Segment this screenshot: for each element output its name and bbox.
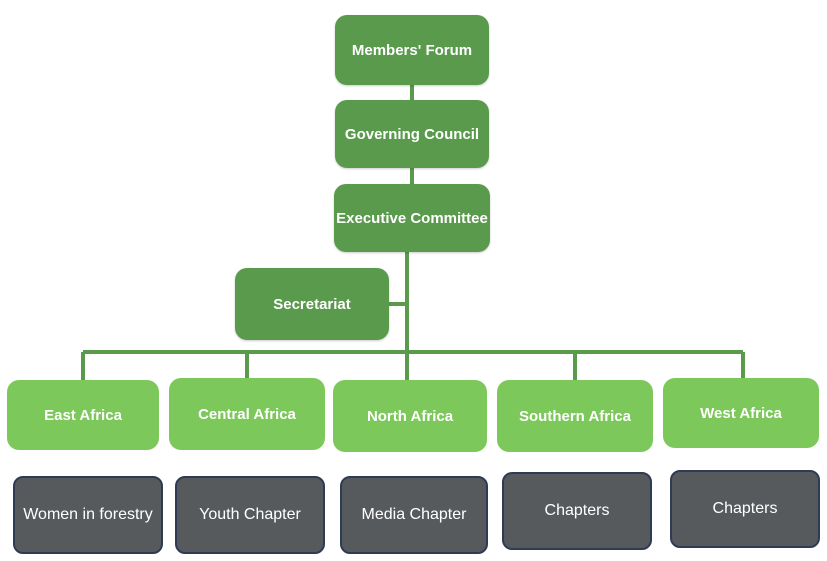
secretariat-label: Secretariat [273, 295, 351, 313]
region-box-west-africa: West Africa [663, 378, 819, 448]
region-box-central-africa: Central Africa [169, 378, 325, 450]
chapter-label: Women in forestry [23, 506, 153, 523]
region-label: Southern Africa [519, 407, 631, 425]
executive-committee-box: Executive Committee [334, 184, 490, 252]
region-box-north-africa: North Africa [333, 380, 487, 452]
region-box-southern-africa: Southern Africa [497, 380, 653, 452]
chapter-box-media: Media Chapter [340, 476, 488, 554]
members-forum-box: Members' Forum [335, 15, 489, 85]
secretariat-box: Secretariat [235, 268, 389, 340]
region-label: West Africa [700, 404, 782, 422]
governing-council-box: Governing Council [335, 100, 489, 168]
region-label: North Africa [366, 407, 454, 425]
chapter-label: Media Chapter [361, 506, 467, 523]
chapter-box-youth: Youth Chapter [175, 476, 325, 554]
region-label: East Africa [44, 406, 122, 424]
chapter-box-west: Chapters [670, 470, 820, 548]
chapter-label: Chapters [712, 500, 778, 517]
executive-committee-label: Executive Committee [336, 209, 488, 227]
chapter-box-southern: Chapters [502, 472, 652, 550]
chapter-box-women-in-forestry: Women in forestry [13, 476, 163, 554]
governing-council-label: Governing Council [344, 125, 480, 143]
region-label: Central Africa [198, 405, 296, 423]
region-box-east-africa: East Africa [7, 380, 159, 450]
chapter-label: Youth Chapter [199, 506, 301, 523]
chapter-label: Chapters [544, 502, 610, 519]
members-forum-label: Members' Forum [351, 41, 473, 59]
